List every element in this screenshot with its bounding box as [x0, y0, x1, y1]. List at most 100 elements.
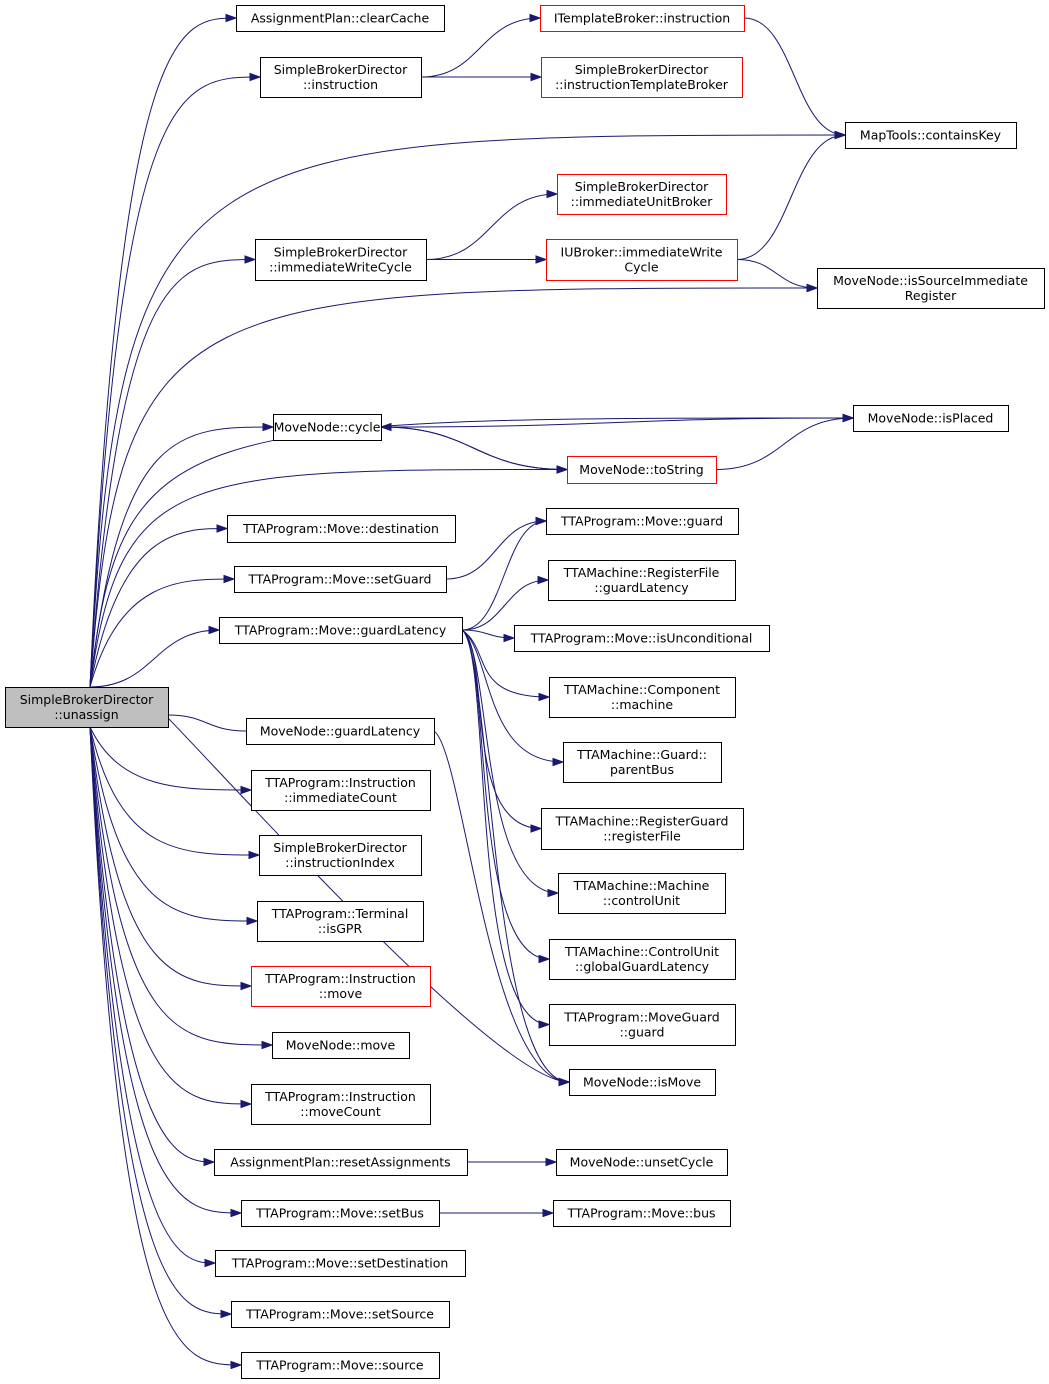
- edge-n_move_guardLatency-to-n_move_guard: [461, 520, 547, 631]
- node-n_clearCache[interactable]: AssignmentPlan::clearCache: [236, 5, 445, 32]
- node-n_move_destination[interactable]: TTAProgram::Move::destination: [227, 515, 456, 543]
- node-n_isMove[interactable]: MoveNode::isMove: [569, 1069, 716, 1096]
- node-label-n_mn_cycle-line-0: MoveNode::cycle: [274, 420, 381, 435]
- arrowhead-n_move_guardLatency-to-n_rg_registerFile: [530, 824, 543, 833]
- node-n_rg_registerFile[interactable]: TTAMachine::RegisterGuard::registerFile: [541, 808, 744, 850]
- node-label-n_machine_controlUnit-line-0: TTAMachine::Machine: [573, 878, 710, 893]
- arrowhead-n_iub_immWriteCycle-to-n_containsKey: [834, 130, 847, 140]
- node-box-n_itb_instruction: [540, 5, 745, 32]
- node-n_instr_moveCount[interactable]: TTAProgram::Instruction::moveCount: [251, 1084, 431, 1125]
- node-n_machine_controlUnit[interactable]: TTAMachine::Machine::controlUnit: [558, 873, 726, 914]
- arrowhead-root-to-n_term_isGPR: [246, 916, 259, 926]
- arrowhead-root-to-n_move_setGuard: [223, 574, 236, 584]
- node-label-n_cu_globalGuardLatency-line-1: ::globalGuardLatency: [575, 959, 710, 974]
- edge-root-to-n_mn_guardLatency: [167, 714, 247, 732]
- arrowhead-n_move_guardLatency-to-n_machine_controlUnit: [547, 888, 560, 898]
- edge-root-to-n_isMove: [137, 688, 570, 1083]
- node-box-n_move_source: [241, 1352, 440, 1379]
- node-box-n_sbd_instrIndex: [259, 835, 422, 876]
- arrowhead-root-to-n_instr_immCount: [240, 785, 253, 795]
- node-box-n_rg_registerFile: [541, 808, 744, 850]
- node-n_mn_move[interactable]: MoveNode::move: [272, 1032, 410, 1059]
- node-box-n_move_setGuard: [234, 566, 447, 593]
- edge-n_toString-to-n_isPlaced: [715, 417, 854, 470]
- edge-root-to-n_clearCache: [89, 17, 237, 688]
- node-box-n_move_guardLatency: [219, 617, 463, 644]
- node-n_cu_globalGuardLatency[interactable]: TTAMachine::ControlUnit::globalGuardLate…: [549, 939, 736, 980]
- node-n_term_isGPR[interactable]: TTAProgram::Terminal::isGPR: [257, 901, 424, 942]
- node-label-n_cu_globalGuardLatency-line-0: TTAMachine::ControlUnit: [564, 944, 719, 959]
- node-label-n_instr_immCount-line-0: TTAProgram::Instruction: [264, 775, 416, 790]
- node-n_containsKey[interactable]: MapTools::containsKey: [845, 122, 1017, 149]
- node-label-n_mn_guardLatency-line-0: MoveNode::guardLatency: [260, 724, 421, 739]
- node-label-n_move_destination-line-0: TTAProgram::Move::destination: [242, 521, 439, 536]
- node-label-n_move_bus-line-0: TTAProgram::Move::bus: [566, 1206, 715, 1221]
- node-n_move_source[interactable]: TTAProgram::Move::source: [241, 1352, 440, 1379]
- node-n_sbd_instrTemplateBroker[interactable]: SimpleBrokerDirector::instructionTemplat…: [541, 57, 743, 98]
- arrowhead-n_move_guardLatency-to-n_move_guard: [535, 516, 548, 526]
- node-label-n_instr_moveCount-line-0: TTAProgram::Instruction: [264, 1089, 416, 1104]
- node-box-n_instr_immCount: [251, 770, 431, 811]
- node-n_itb_instruction[interactable]: ITemplateBroker::instruction: [540, 5, 745, 32]
- node-label-n_move_setGuard-line-0: TTAProgram::Move::setGuard: [248, 572, 432, 587]
- edges-layer: [89, 13, 855, 1370]
- node-n_move_guard[interactable]: TTAProgram::Move::guard: [546, 508, 739, 535]
- node-n_guard_parentBus[interactable]: TTAMachine::Guard::parentBus: [563, 742, 722, 783]
- node-n_mn_guardLatency[interactable]: MoveNode::guardLatency: [246, 718, 435, 745]
- node-n_isUnconditional[interactable]: TTAProgram::Move::isUnconditional: [514, 625, 770, 652]
- node-n_toString[interactable]: MoveNode::toString: [567, 456, 717, 484]
- node-label-n_iub_immWriteCycle-line-0: IUBroker::immediateWrite: [561, 245, 723, 260]
- arrowhead-n_move_guardLatency-to-n_isUnconditional: [503, 633, 516, 643]
- node-n_move_guardLatency[interactable]: TTAProgram::Move::guardLatency: [219, 617, 463, 644]
- node-n_comp_machine[interactable]: TTAMachine::Component::machine: [549, 677, 736, 718]
- node-n_rf_guardLatency[interactable]: TTAMachine::RegisterFile::guardLatency: [548, 560, 736, 601]
- node-n_mg_guard[interactable]: TTAProgram::MoveGuard::guard: [549, 1004, 736, 1046]
- node-n_move_setSource[interactable]: TTAProgram::Move::setSource: [231, 1301, 450, 1328]
- node-label-root-line-0: SimpleBrokerDirector: [20, 692, 154, 707]
- edge-n_move_guardLatency-to-n_machine_controlUnit: [461, 629, 559, 894]
- node-box-n_isPlaced: [853, 405, 1009, 432]
- node-label-n_machine_controlUnit-line-1: ::controlUnit: [603, 893, 680, 908]
- node-box-n_mn_move: [272, 1032, 410, 1059]
- node-n_isPlaced[interactable]: MoveNode::isPlaced: [853, 405, 1009, 432]
- node-n_move_bus[interactable]: TTAProgram::Move::bus: [553, 1200, 731, 1227]
- node-n_sbd_instruction[interactable]: SimpleBrokerDirector::instruction: [260, 57, 422, 98]
- arrowhead-n_resetAssignments-to-n_unsetCycle: [545, 1157, 558, 1167]
- arrowhead-n_move_guardLatency-to-n_comp_machine: [538, 692, 551, 702]
- node-box-n_mn_guardLatency: [246, 718, 435, 745]
- node-n_instr_immCount[interactable]: TTAProgram::Instruction::immediateCount: [251, 770, 431, 811]
- node-n_move_setGuard[interactable]: TTAProgram::Move::setGuard: [234, 566, 447, 593]
- node-n_unsetCycle[interactable]: MoveNode::unsetCycle: [556, 1149, 728, 1176]
- node-box-n_mg_guard: [549, 1004, 736, 1046]
- node-label-n_itb_instruction-line-0: ITemplateBroker::instruction: [554, 11, 730, 26]
- node-n_iub_immWriteCycle[interactable]: IUBroker::immediateWriteCycle: [546, 239, 738, 281]
- arrowhead-root-to-n_move_setBus: [230, 1208, 243, 1218]
- node-label-n_move_setSource-line-0: TTAProgram::Move::setSource: [245, 1307, 434, 1322]
- edge-root-to-n_isSourceImmReg: [89, 287, 818, 688]
- edge-root-to-n_move_source: [89, 726, 242, 1366]
- node-n_mn_cycle[interactable]: MoveNode::cycle: [273, 414, 382, 441]
- arrowhead-root-to-n_clearCache: [225, 13, 238, 23]
- node-label-n_sbd_immUnitBroker-line-1: ::immediateUnitBroker: [571, 194, 714, 209]
- node-n_move_setBus[interactable]: TTAProgram::Move::setBus: [241, 1200, 440, 1227]
- arrowhead-n_iub_immWriteCycle-to-n_isSourceImmReg: [806, 283, 819, 293]
- node-n_sbd_instrIndex[interactable]: SimpleBrokerDirector::instructionIndex: [259, 835, 422, 876]
- node-n_resetAssignments[interactable]: AssignmentPlan::resetAssignments: [214, 1149, 468, 1176]
- node-n_sbd_immWriteCycle[interactable]: SimpleBrokerDirector::immediateWriteCycl…: [255, 239, 427, 281]
- node-label-n_move_guardLatency-line-0: TTAProgram::Move::guardLatency: [234, 623, 447, 638]
- edge-root-to-n_instr_move: [89, 726, 252, 987]
- arrowhead-root-to-n_resetAssignments: [203, 1157, 216, 1167]
- edge-root-to-n_containsKey: [89, 134, 846, 688]
- node-n_move_setDestination[interactable]: TTAProgram::Move::setDestination: [215, 1250, 466, 1277]
- edge-root-to-n_move_setDestination: [89, 726, 216, 1264]
- node-label-n_sbd_instruction-line-1: ::instruction: [303, 77, 378, 92]
- arrowhead-n_move_guardLatency-to-n_guard_parentBus: [552, 757, 565, 767]
- node-box-n_guard_parentBus: [563, 742, 722, 783]
- node-n_sbd_immUnitBroker[interactable]: SimpleBrokerDirector::immediateUnitBroke…: [557, 174, 727, 215]
- arrowhead-root-to-n_move_guardLatency: [208, 625, 221, 635]
- edge-n_toString-to-n_mn_cycle: [380, 426, 568, 470]
- node-label-n_instr_immCount-line-1: ::immediateCount: [284, 790, 397, 805]
- node-box-n_instr_moveCount: [251, 1084, 431, 1125]
- node-n_instr_move[interactable]: TTAProgram::Instruction::move: [251, 966, 431, 1007]
